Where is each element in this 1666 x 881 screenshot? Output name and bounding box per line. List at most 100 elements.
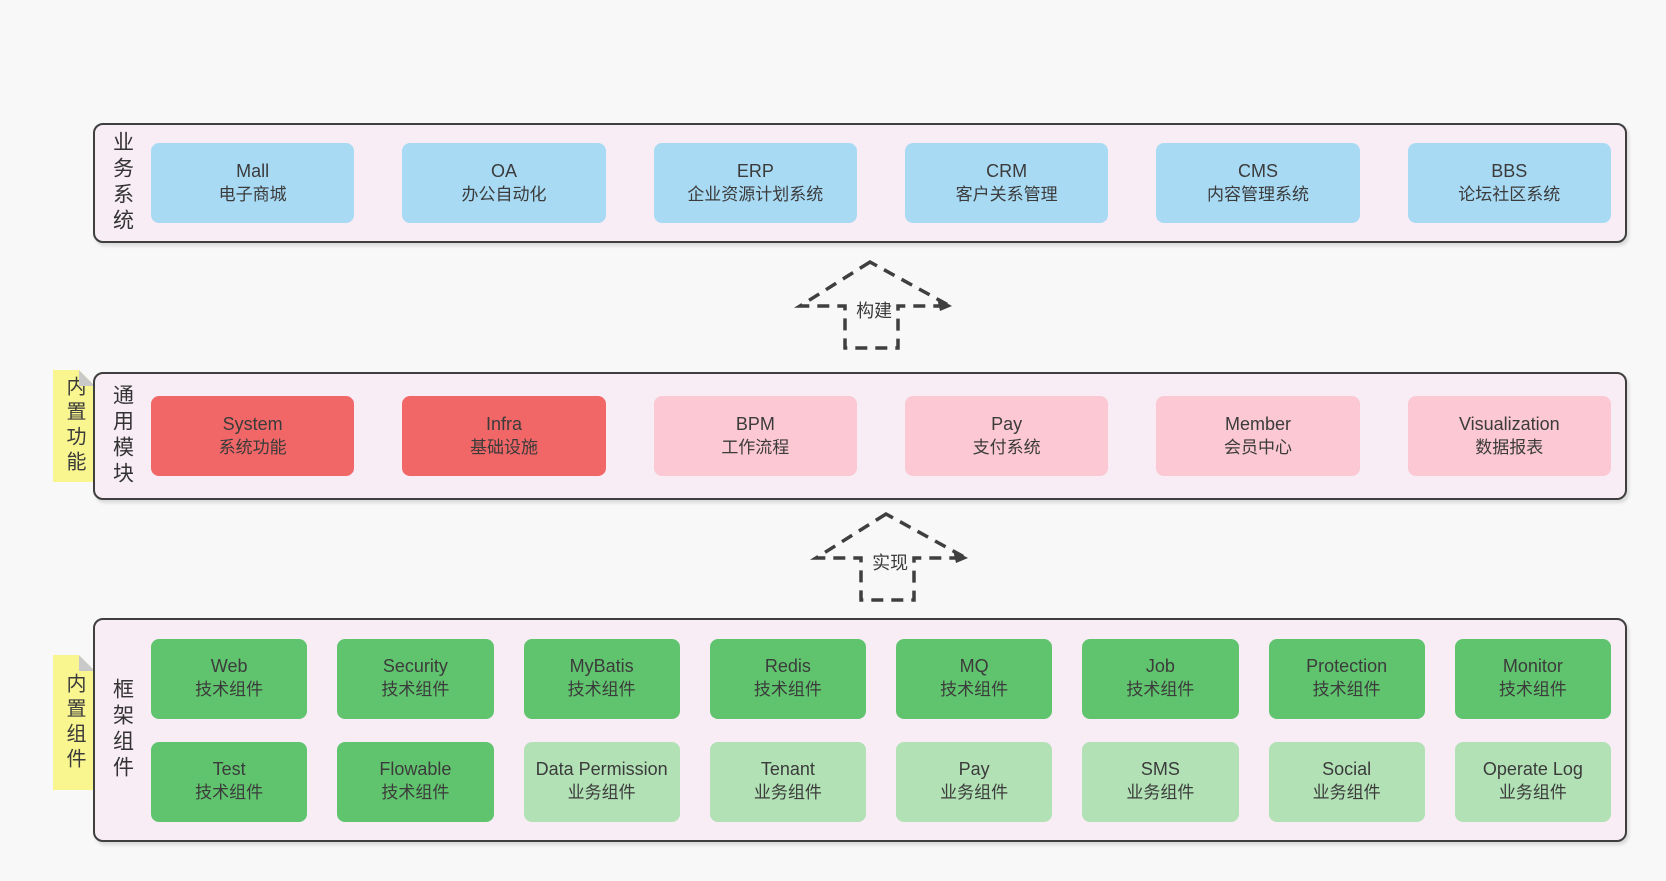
box-subtitle: 基础设施 (469, 437, 538, 457)
box-title: BBS (1491, 160, 1528, 181)
box-title: MQ (959, 656, 989, 677)
arrow-label: 实现 (869, 548, 912, 576)
box-oa: OA 办公自动化 (402, 143, 606, 223)
box-job: Job 技术组件 (1082, 638, 1239, 719)
box-title: Member (1224, 413, 1291, 434)
box-title: Protection (1306, 656, 1388, 677)
box-title: Test (212, 759, 246, 780)
box-title: OA (490, 160, 517, 181)
box-title: Security (382, 656, 448, 677)
box-title: ERP (736, 160, 774, 181)
box-crm: CRM 客户关系管理 (904, 143, 1109, 223)
box-mybatis: MyBatis 技术组件 (523, 638, 680, 719)
box-subtitle: 会员中心 (1223, 437, 1292, 457)
sticky-note-built-in-components: 内置组件 (53, 655, 95, 790)
box-title: Operate Log (1482, 759, 1583, 780)
box-title: MyBatis (569, 656, 634, 677)
arrow-label: 构建 (853, 296, 896, 324)
box-title: Job (1145, 656, 1175, 677)
box-subtitle: 技术组件 (753, 680, 822, 700)
box-subtitle: 系统功能 (218, 437, 287, 457)
box-erp: ERP 企业资源计划系统 (653, 143, 857, 223)
box-social: Social 业务组件 (1268, 741, 1425, 822)
box-subtitle: 业务组件 (940, 783, 1009, 803)
box-title: Web (210, 656, 248, 677)
box-title: CRM (986, 160, 1028, 181)
box-title: SMS (1140, 759, 1180, 780)
box-subtitle: 技术组件 (1498, 680, 1567, 700)
box-subtitle: 业务组件 (753, 783, 822, 803)
band-label-text: 通用模块 (110, 384, 134, 488)
box-subtitle: 客户关系管理 (955, 184, 1058, 204)
box-title: Tenant (760, 759, 815, 780)
box-test: Test 技术组件 (151, 741, 308, 822)
box-system: System 系统功能 (151, 396, 355, 476)
band-boxes: Mall 电子商城 OA 办公自动化 ERP 企业资源计划系统 CRM 客户关系管理 CMS 内容… (149, 125, 1625, 241)
box-subtitle: 技术组件 (1126, 680, 1195, 700)
box-title: Mall (236, 160, 270, 181)
box-subtitle: 工作流程 (721, 437, 790, 457)
box-subtitle: 技术组件 (381, 680, 450, 700)
box-pay: Pay 业务组件 (896, 741, 1053, 822)
box-member: Member 会员中心 (1156, 396, 1360, 476)
box-subtitle: 内容管理系统 (1206, 184, 1309, 204)
box-title: Infra (485, 413, 522, 434)
box-cms: CMS 内容管理系统 (1156, 143, 1360, 223)
box-infra: Infra 基础设施 (402, 396, 606, 476)
build-arrow: 构建 (790, 256, 960, 352)
band-row: Mall 电子商城 OA 办公自动化 ERP 企业资源计划系统 CRM 客户关系管理 CMS 内容… (151, 143, 1611, 223)
box-title: Redis (764, 656, 811, 677)
box-subtitle: 办公自动化 (461, 184, 547, 204)
implement-arrow: 实现 (806, 508, 976, 604)
box-subtitle: 技术组件 (1312, 680, 1381, 700)
box-subtitle: 支付系统 (972, 437, 1041, 457)
box-title: Pay (991, 413, 1023, 434)
band-label-text: 框架组件 (110, 678, 134, 782)
box-subtitle: 业务组件 (1498, 783, 1567, 803)
box-subtitle: 技术组件 (195, 680, 264, 700)
box-subtitle: 电子商城 (218, 184, 287, 204)
box-tenant: Tenant 业务组件 (709, 741, 866, 822)
box-redis: Redis 技术组件 (709, 638, 866, 719)
box-protection: Protection 技术组件 (1268, 638, 1425, 719)
box-title: Pay (958, 759, 990, 780)
box-title: Visualization (1458, 413, 1560, 434)
box-title: Data Permission (535, 759, 668, 780)
band-label: 业务系统 (95, 125, 149, 241)
box-title: System (222, 413, 283, 434)
box-title: Flowable (379, 759, 452, 780)
box-subtitle: 论坛社区系统 (1458, 184, 1561, 204)
band-label-text: 业务系统 (110, 131, 134, 235)
box-subtitle: 技术组件 (567, 680, 636, 700)
band-business-systems: 业务系统 Mall 电子商城 OA 办公自动化 ERP 企业资源计划系统 CRM 客户关系管理… (93, 123, 1627, 243)
box-subtitle: 技术组件 (195, 783, 264, 803)
box-sms: SMS 业务组件 (1082, 741, 1239, 822)
sticky-note-label: 内置功能 (63, 376, 85, 476)
box-data-permission: Data Permission 业务组件 (523, 741, 680, 822)
box-pay: Pay 支付系统 (904, 396, 1109, 476)
band-label: 框架组件 (95, 620, 149, 840)
box-web: Web 技术组件 (151, 638, 308, 719)
box-subtitle: 企业资源计划系统 (687, 184, 824, 204)
box-title: Social (1322, 759, 1372, 780)
dashed-up-arrow-icon (809, 511, 968, 602)
box-security: Security 技术组件 (337, 638, 494, 719)
box-subtitle: 业务组件 (567, 783, 636, 803)
box-title: CMS (1237, 160, 1278, 181)
box-subtitle: 业务组件 (1312, 783, 1381, 803)
box-subtitle: 业务组件 (1126, 783, 1195, 803)
box-subtitle: 技术组件 (381, 783, 450, 803)
band-label: 通用模块 (95, 374, 149, 498)
